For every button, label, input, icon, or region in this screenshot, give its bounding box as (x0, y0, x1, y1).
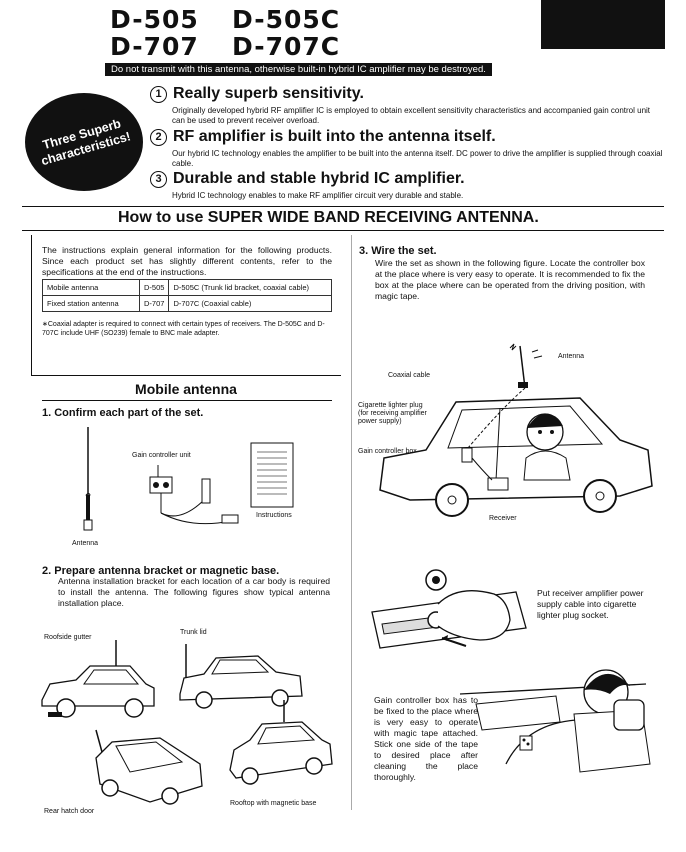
feature-title: Really superb sensitivity. (173, 85, 364, 102)
mobile-heading-line (42, 400, 332, 401)
gain-controller-illustration (149, 465, 239, 525)
gain-box-label: Gain controller box (358, 448, 417, 455)
plug-text: Put receiver amplifier power supply cabl… (537, 588, 644, 620)
intro-box (31, 235, 342, 375)
table-cell: D-707 (138, 295, 170, 312)
car-rear-hatch-illustration (95, 729, 203, 805)
main-heading: How to use SUPER WIDE BAND RECEIVING ANT… (118, 209, 539, 226)
mobile-rule (31, 375, 341, 376)
antenna-label: Antenna (72, 540, 99, 547)
receiver-label: Receiver (489, 515, 517, 522)
roofside-label: Roofside gutter (44, 634, 92, 641)
right-column-divider (351, 235, 352, 810)
heading-rule (22, 206, 664, 207)
wire-coaxial-label: Coaxial cable (388, 372, 431, 379)
rooftop-label: Rooftop with magnetic base (230, 800, 317, 807)
feature-number: 2 (150, 129, 167, 146)
table-cell: Mobile antenna (42, 279, 140, 296)
lighter-plug-illustration (371, 569, 527, 649)
model-d505c: D-505C (232, 5, 341, 34)
feature-1: 1 Really superb sensitivity. Originally d… (150, 85, 665, 126)
spec-table: Mobile antenna D-505 D-505C (Trunk lid b… (42, 279, 333, 312)
intro-text: The instructions explain general informa… (42, 245, 332, 277)
heading-rule-bottom (22, 230, 664, 231)
table-cell: D-707C (Coaxial cable) (168, 295, 333, 312)
model-d707: D-707 (110, 32, 199, 61)
feature-number: 1 (150, 86, 167, 103)
rear-hatch-label: Rear hatch door (44, 808, 95, 815)
footnote: ∗Coaxial adapter is required to connect … (42, 321, 325, 337)
mobile-heading: Mobile antenna (135, 381, 237, 397)
feature-desc: Originally developed hybrid RF amplifier… (172, 106, 651, 125)
cigarette-label-2: (for receiving amplifier (358, 410, 427, 417)
model-d707c: D-707C (232, 32, 341, 61)
table-cell: D-505C (Trunk lid bracket, coaxial cable… (168, 279, 333, 296)
wire-antenna-label: Antenna (558, 353, 585, 360)
table-row: Fixed station antenna D-707 D-707C (Coax… (42, 295, 333, 312)
trunk-label: Trunk lid (180, 629, 207, 636)
feature-number: 3 (150, 171, 167, 188)
step3-text: Wire the set as shown in the following f… (375, 258, 645, 301)
feature-3: 3 Durable and stable hybrid IC amplifier.… (150, 170, 665, 201)
table-row: Mobile antenna D-505 D-505C (Trunk lid b… (42, 279, 333, 296)
gain-box-text: Gain controller box has to be fixed to t… (374, 695, 478, 782)
header-black-box (541, 0, 665, 49)
step3-heading: 3. Wire the set. (359, 245, 437, 257)
antenna-illustration (83, 427, 93, 531)
warning-banner: Do not transmit with this antenna, other… (105, 63, 492, 76)
dashboard-gain-box-illustration (459, 669, 651, 773)
feature-title: RF amplifier is built into the antenna i… (173, 128, 496, 145)
step2-heading: 2. Prepare antenna bracket or magnetic b… (42, 565, 280, 577)
car-trunk-illustration (179, 644, 303, 709)
feature-desc: Our hybrid IC technology enables the amp… (172, 149, 663, 168)
feature-title: Durable and stable hybrid IC amplifier. (173, 170, 465, 187)
gain-controller-label: Gain controller unit (132, 452, 191, 459)
step1-heading: 1. Confirm each part of the set. (42, 407, 204, 419)
car-rooftop-illustration (229, 700, 333, 785)
feature-2: 2 RF amplifier is built into the antenna … (150, 128, 665, 169)
cigarette-label-1: Cigarette lighter plug (358, 402, 423, 409)
instructions-label: Instructions (256, 512, 292, 519)
table-cell: Fixed station antenna (42, 295, 140, 312)
car-roofside-illustration (41, 640, 155, 718)
car-wiring-illustration (379, 343, 653, 517)
feature-desc: Hybrid IC technology enables to make RF … (172, 191, 464, 200)
table-cell: D-505 (138, 279, 170, 296)
instructions-illustration (250, 442, 294, 508)
cigarette-label-3: power supply) (358, 418, 402, 425)
step2-text: Antenna installation bracket for each lo… (58, 576, 330, 608)
model-d505: D-505 (110, 5, 199, 34)
